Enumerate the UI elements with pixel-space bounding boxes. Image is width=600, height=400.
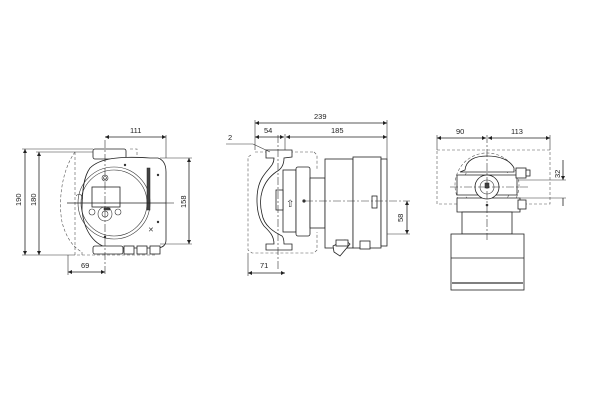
dim-71: 71 [260,261,268,270]
dim-185: 185 [331,126,344,135]
flow-arrow-icon: ⇧ [286,199,294,210]
end-motor [450,233,525,291]
dim-54: 54 [264,126,272,135]
side-dashed-envelope [247,151,318,254]
dim-69: 69 [81,261,89,270]
front-display [91,186,121,208]
side-motor-front [324,158,354,249]
front-view: ✕ 111 190 180 158 [14,126,192,275]
dim-111: 111 [130,126,141,135]
dim-190: 190 [14,193,23,206]
side-pump-housing [256,149,293,251]
side-view: ⇧ 239 54 185 2 71 58 [226,112,410,276]
dim-58: 58 [396,214,405,222]
dim-180: 180 [29,193,38,206]
front-brand-strip [146,167,151,211]
callout-2: 2 [228,133,232,142]
dim-32: 32 [553,170,562,178]
dim-113: 113 [511,127,523,136]
end-view: 90 113 32 [436,127,566,291]
front-bottom-flange [92,245,124,255]
front-dashed-envelope [60,151,83,256]
end-connector [515,167,527,179]
end-dashed-envelope [436,149,551,205]
dim-239: 239 [314,112,327,121]
dim-158: 158 [179,195,188,208]
front-x-mark: ✕ [148,227,154,234]
dim-90: 90 [456,127,464,136]
